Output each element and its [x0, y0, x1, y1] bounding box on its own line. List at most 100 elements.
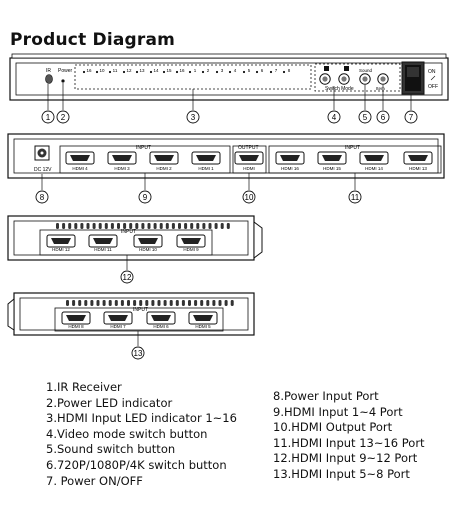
- vent-slot: [194, 300, 198, 306]
- hdmi-port-label: HDMI 7: [110, 324, 126, 329]
- callout-circle: [186, 110, 200, 124]
- led-dot: [242, 70, 246, 74]
- vent-slot: [200, 300, 204, 306]
- vent-slot: [86, 223, 90, 229]
- hdmi-port[interactable]: [275, 151, 305, 165]
- callout-circle: [348, 190, 362, 204]
- hdmi-port[interactable]: [359, 151, 389, 165]
- callout-circle: [56, 110, 70, 124]
- hdmi-port[interactable]: [188, 311, 218, 325]
- vent-slot: [78, 300, 82, 306]
- vent-slot: [84, 300, 88, 306]
- hdmi-port[interactable]: [46, 234, 76, 248]
- off-label: OFF: [428, 84, 438, 90]
- led-dot: [215, 70, 219, 74]
- vent-slot: [208, 223, 212, 229]
- hdmi-port[interactable]: [107, 151, 137, 165]
- vent-slot: [184, 223, 188, 229]
- vent-slot: [230, 300, 234, 306]
- hdmi-port-label: HDMI 14: [365, 166, 383, 171]
- vent-slot: [133, 300, 137, 306]
- hdmi-port-label: HDMI 3: [114, 166, 130, 171]
- dc-power-jack[interactable]: [34, 145, 50, 161]
- hdmi-port[interactable]: [176, 234, 206, 248]
- hdmi-port[interactable]: [133, 234, 163, 248]
- callout-circle: [35, 190, 49, 204]
- legend-item: 10.HDMI Output Port: [273, 420, 393, 435]
- vent-slot: [129, 223, 133, 229]
- hdmi-port-label: HDMI 15: [323, 166, 341, 171]
- led-number: 6: [261, 68, 264, 73]
- led-number: 15: [166, 68, 172, 73]
- callout-circle: [41, 110, 55, 124]
- on-label: ON: [428, 69, 436, 75]
- vent-slot: [226, 223, 230, 229]
- vent-slot: [157, 300, 161, 306]
- hdmi-port[interactable]: [317, 151, 347, 165]
- legend-item: 1.IR Receiver: [46, 380, 122, 394]
- callout-number: 5: [363, 113, 368, 122]
- led-dot: [282, 70, 286, 74]
- input-group-a: [39, 229, 213, 256]
- hdmi-port[interactable]: [103, 311, 133, 325]
- hdmi-port[interactable]: [403, 151, 433, 165]
- hdmi-port[interactable]: [88, 234, 118, 248]
- item-label: Item: [376, 86, 385, 91]
- vent-slot: [169, 300, 173, 306]
- vent-slot: [153, 223, 157, 229]
- hdmi-port[interactable]: [191, 151, 221, 165]
- vent-slot: [108, 300, 112, 306]
- vent-slots-b: [66, 300, 234, 306]
- legend-item: 4.Video mode switch button: [46, 426, 208, 441]
- page-title: Product Diagram: [10, 30, 176, 50]
- resolution-button[interactable]: [377, 73, 389, 85]
- led-dot: [162, 70, 166, 74]
- hdmi-port[interactable]: [149, 151, 179, 165]
- vent-slot: [114, 300, 118, 306]
- video-mode-button-right[interactable]: [338, 73, 350, 85]
- vent-slot: [98, 223, 102, 229]
- hdmi-port[interactable]: [61, 311, 91, 325]
- led-number: 14: [153, 68, 159, 73]
- hdmi-port[interactable]: [65, 151, 95, 165]
- hdmi-port[interactable]: [234, 151, 264, 165]
- vent-slot: [163, 300, 167, 306]
- power-switch[interactable]: [401, 61, 425, 95]
- vent-slot: [110, 223, 114, 229]
- callout-number: 9: [143, 193, 148, 202]
- video-mode-button-left[interactable]: [319, 73, 331, 85]
- callout-circle: [242, 190, 256, 204]
- vent-slot: [224, 300, 228, 306]
- sound-button[interactable]: [359, 73, 371, 85]
- callout-circle: [376, 110, 390, 124]
- callout-circle: [327, 110, 341, 124]
- vent-slot: [117, 223, 120, 229]
- front-leader-lines: [47, 83, 412, 110]
- vent-slot: [141, 223, 145, 229]
- vent-slot: [188, 300, 191, 306]
- vent-slot: [139, 300, 143, 306]
- vent-slot: [151, 300, 155, 306]
- vent-slot: [104, 223, 108, 229]
- vent-slot: [202, 223, 206, 229]
- led-number: 12: [126, 68, 132, 73]
- hdmi-port-label: HDMI 13: [409, 166, 427, 171]
- hdmi-port-label: HDMI 12: [52, 247, 70, 252]
- hdmi-port-label: HDMI 16: [281, 166, 299, 171]
- vent-slot: [127, 300, 130, 306]
- callout-number: 1: [46, 113, 51, 122]
- callout-circle: [404, 110, 418, 124]
- callout-circle: [131, 346, 145, 360]
- vent-slot: [102, 300, 106, 306]
- legend-item: 2.Power LED indicator: [46, 395, 173, 410]
- dc-label: DC 12V: [34, 167, 52, 173]
- hdmi-port[interactable]: [146, 311, 176, 325]
- output-label: OUTPUT: [238, 145, 259, 151]
- led-number: 2: [207, 68, 210, 73]
- input-label-right: INPUT: [345, 145, 360, 151]
- callout-number: 7: [409, 113, 414, 122]
- legend-item: 9.HDMI Input 1~4 Port: [273, 404, 403, 419]
